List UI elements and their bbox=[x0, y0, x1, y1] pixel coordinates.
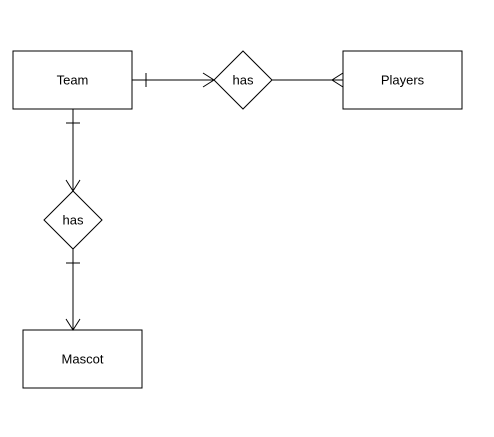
entity-players-label: Players bbox=[381, 73, 425, 88]
connector-has-to-mascot[interactable] bbox=[65, 249, 81, 331]
arrowhead-to-has-mascot bbox=[65, 179, 81, 192]
arrowhead-to-mascot bbox=[65, 318, 81, 331]
arrowhead-to-has-players bbox=[202, 72, 215, 88]
entity-mascot[interactable]: Mascot bbox=[22, 329, 143, 389]
relationship-team-players-label: has bbox=[233, 73, 254, 88]
connector-team-to-has-mascot[interactable] bbox=[65, 109, 81, 192]
entity-players[interactable]: Players bbox=[342, 50, 463, 110]
entity-mascot-label: Mascot bbox=[62, 352, 104, 367]
connector-has-to-players[interactable] bbox=[272, 72, 344, 88]
entity-team[interactable]: Team bbox=[12, 50, 133, 110]
entity-team-label: Team bbox=[57, 73, 89, 88]
relationship-team-mascot[interactable]: has bbox=[43, 190, 103, 250]
relationship-team-players[interactable]: has bbox=[213, 50, 273, 110]
many-marker-players bbox=[331, 72, 344, 88]
connector-team-to-has-players[interactable] bbox=[132, 72, 215, 88]
relationship-team-mascot-label: has bbox=[63, 213, 84, 228]
